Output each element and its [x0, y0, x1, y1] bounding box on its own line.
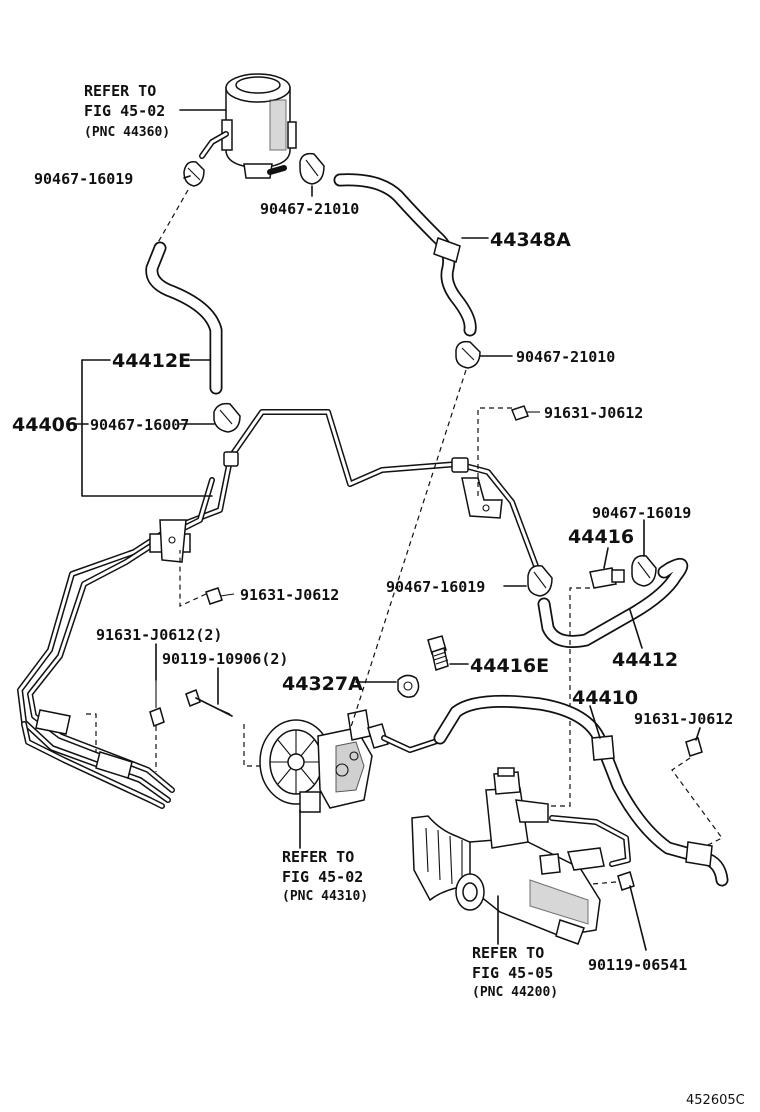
label-pressure-hose: 44410: [572, 687, 638, 709]
label-bolt-far-right: 91631-J0612: [634, 710, 733, 728]
hose-44412-part: [537, 557, 689, 648]
leader-dash-pipe-bracket: [86, 713, 97, 752]
label-clamp-center: 90467-16019: [386, 578, 485, 596]
clamp-top-center-part: [299, 152, 325, 185]
pressure-hose-part: [367, 694, 729, 887]
union-bolt-part: [427, 635, 449, 671]
label-ref-gear-line1: REFER TO: [472, 944, 544, 962]
label-bolt-left: 91631-J0612: [240, 586, 339, 604]
label-ref-gear-line2: FIG 45-05: [472, 964, 553, 982]
steering-gear: [411, 767, 631, 945]
bolt-upper-right-part: [511, 405, 540, 421]
label-hose-right: 44412: [612, 649, 678, 671]
label-bolt-upper-right: 91631-J0612: [544, 404, 643, 422]
label-ref-reservoir-line2: FIG 45-02: [84, 102, 165, 120]
leader-hose-44412: [629, 609, 643, 649]
label-ref-pump-line3: (PNC 44310): [282, 889, 368, 904]
leader-dash-pump-bolt: [243, 724, 262, 767]
label-hose-upper-right: 44348A: [490, 229, 571, 251]
pipe-assembly-part: [17, 409, 543, 809]
label-assembly: 44406: [12, 414, 78, 436]
label-fitting-right: 44416: [568, 526, 634, 548]
fitting-44416-part: [589, 567, 625, 589]
gasket-part: [397, 674, 420, 698]
hose-44412e-part: [145, 241, 223, 395]
label-clamp-top-center: 90467-21010: [260, 200, 359, 218]
bolt-left-qty-part: [149, 680, 165, 728]
leader-dash-bolt-left: [179, 550, 207, 607]
label-ref-gear-line3: (PNC 44200): [472, 985, 558, 1000]
leader-fitting-44416: [603, 547, 609, 569]
leader-pressure-hose: [589, 705, 601, 739]
leader-dash-bolt-upper: [477, 407, 512, 500]
leader-dash-hose-gear: [548, 587, 590, 807]
leader-dash-reservoir-pump: [349, 369, 467, 731]
label-hose-left: 44412E: [112, 350, 191, 372]
reservoir: [199, 73, 297, 179]
label-bolt-pump-qty: 90119-10906(2): [162, 650, 288, 668]
label-ref-reservoir-line1: REFER TO: [84, 82, 156, 100]
bolt-left-part: [205, 587, 235, 605]
pump-bolt-part: [185, 689, 233, 717]
label-diagram-id: 452605C: [686, 1093, 745, 1108]
label-union-bolt: 44416E: [470, 655, 549, 677]
leader-dash-bolt-far-right: [671, 757, 723, 847]
label-clamp-mid-left: 90467-16007: [90, 416, 189, 434]
label-bolt-gear: 90119-06541: [588, 956, 687, 974]
clamp-center-part: [527, 564, 553, 597]
label-gasket: 44327A: [282, 673, 363, 695]
bracket-line-44406: [81, 359, 213, 497]
label-ref-pump-line2: FIG 45-02: [282, 868, 363, 886]
hose-44348a-part: [333, 173, 477, 337]
leader-bolt-gear: [629, 885, 647, 951]
steering-pump: [259, 709, 373, 813]
bolt-far-right-part: [685, 737, 703, 757]
label-bolt-left-qty: 91631-J0612(2): [96, 626, 222, 644]
label-ref-pump-line1: REFER TO: [282, 848, 354, 866]
bolt-gear-part: [617, 871, 635, 891]
leader-bolt-far-right: [695, 727, 701, 741]
clamp-mid-right-part: [455, 340, 481, 369]
leader-dash-clamp-hose: [155, 189, 189, 247]
clamp-top-left-part: [183, 160, 205, 187]
leader-dash-bolt-gear: [591, 881, 617, 885]
label-ref-reservoir-line3: (PNC 44360): [84, 125, 170, 140]
label-clamp-mid-right: 90467-21010: [516, 348, 615, 366]
label-clamp-top-left: 90467-16019: [34, 170, 133, 188]
label-clamp-right: 90467-16019: [592, 504, 691, 522]
clamp-mid-left-part: [213, 402, 241, 433]
leader-clamp-top-left: [183, 175, 191, 179]
clamp-right-part: [631, 554, 657, 587]
